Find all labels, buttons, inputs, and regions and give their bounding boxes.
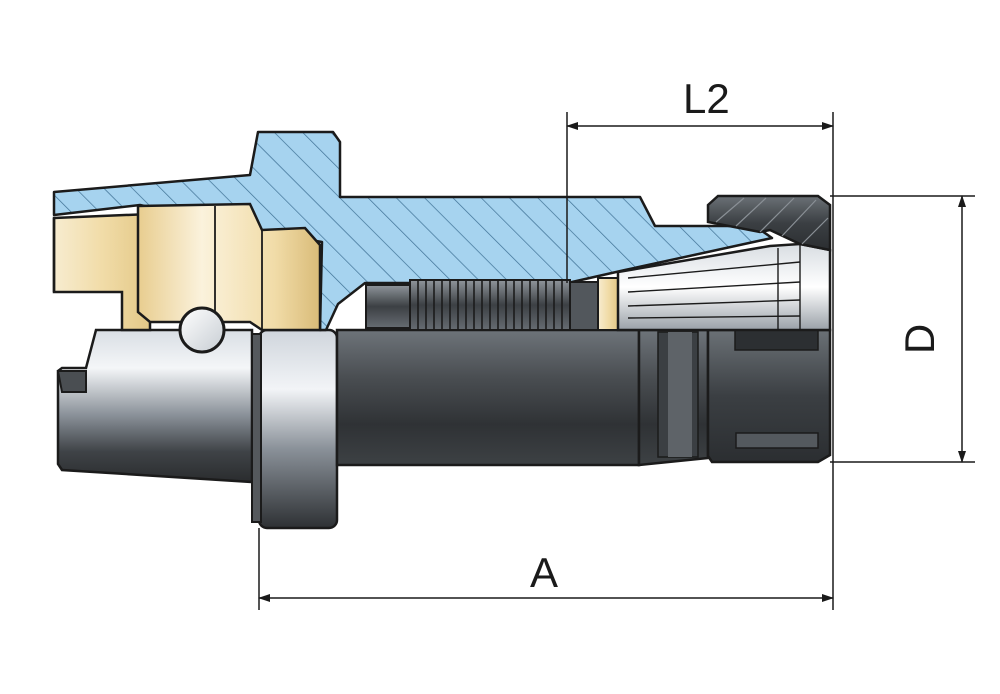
dimension-a-label: A (530, 549, 559, 596)
flange (257, 328, 339, 530)
dimension-l2-label: L2 (683, 75, 730, 122)
body (335, 328, 641, 467)
bore-insert (52, 212, 152, 332)
dimension-lines (258, 112, 975, 610)
stop-screw (365, 284, 411, 329)
shank-lower (56, 328, 254, 484)
thread-teeth (417, 280, 563, 330)
dimension-d-label: D (896, 323, 944, 355)
ball (178, 306, 226, 354)
clamping-ring (136, 202, 322, 332)
